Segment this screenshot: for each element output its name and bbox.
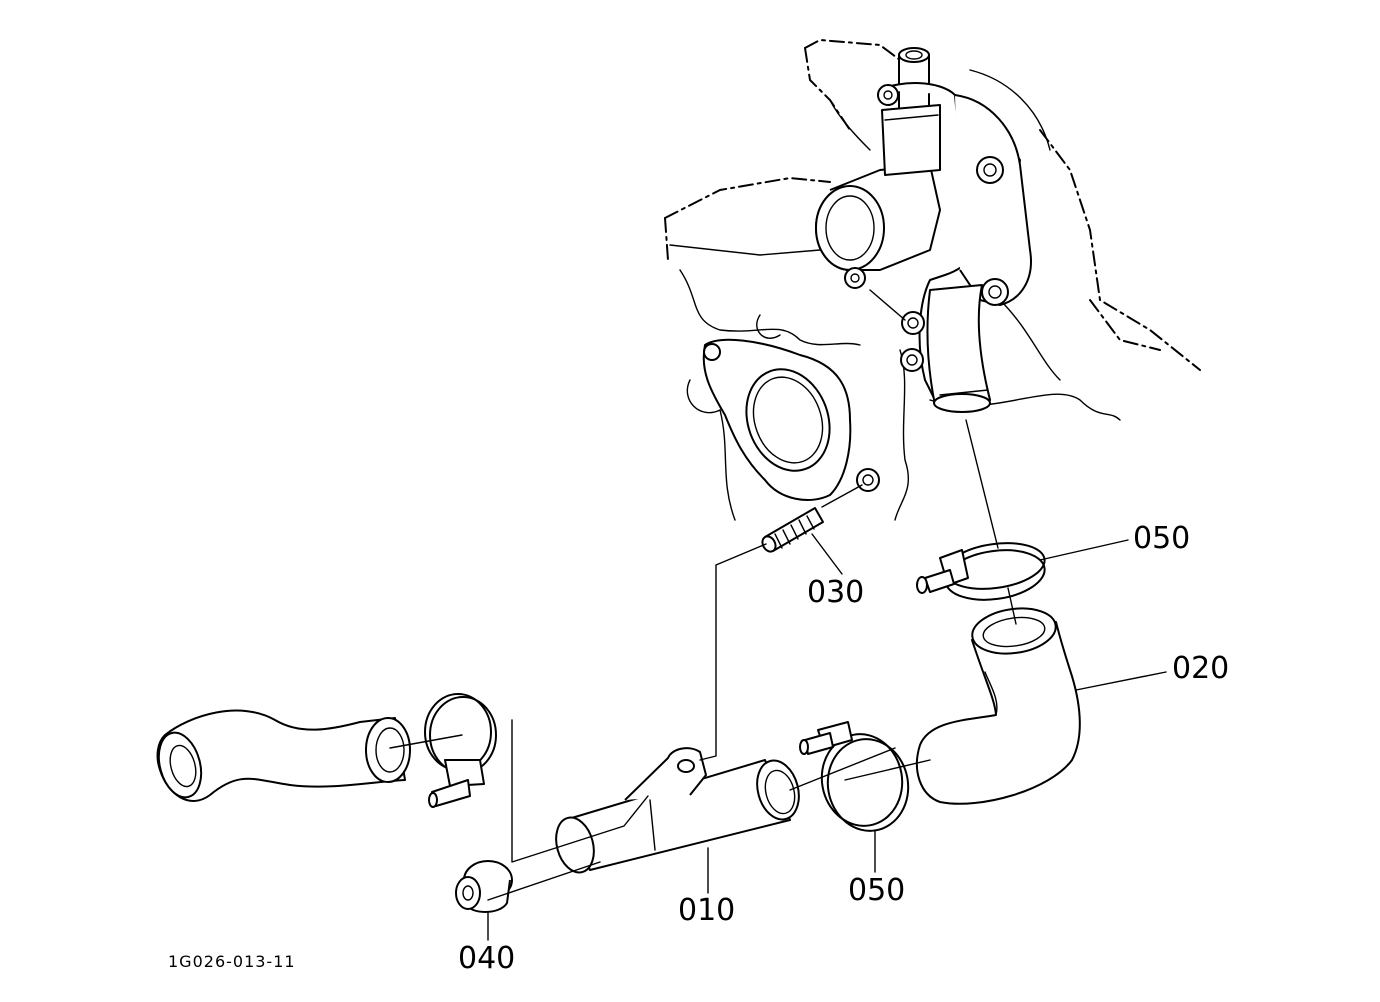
hose-clamp-050-top — [916, 542, 1046, 601]
alignment-lines — [389, 419, 1017, 901]
callout-050-bottom: 050 — [848, 873, 905, 908]
drawing-code: 1G026-013-11 — [168, 952, 296, 971]
left-hose — [156, 709, 411, 802]
callout-030: 030 — [807, 575, 864, 610]
hose-clamp-050-bottom — [799, 721, 910, 832]
elbow-hose-020 — [915, 607, 1081, 805]
callout-010: 010 — [678, 893, 735, 928]
bushing-040 — [455, 860, 513, 913]
leader-lines — [487, 533, 1167, 941]
callout-050-top: 050 — [1133, 521, 1190, 556]
callout-040: 040 — [458, 941, 515, 976]
block-gasket-plate — [702, 338, 880, 501]
thermostat-housing — [815, 47, 1032, 413]
stud-bolt-030 — [761, 484, 863, 553]
callout-020: 020 — [1172, 651, 1229, 686]
water-pipe-010 — [555, 747, 800, 874]
engine-block-outline — [664, 38, 1201, 521]
left-hose-clamp — [424, 693, 497, 808]
